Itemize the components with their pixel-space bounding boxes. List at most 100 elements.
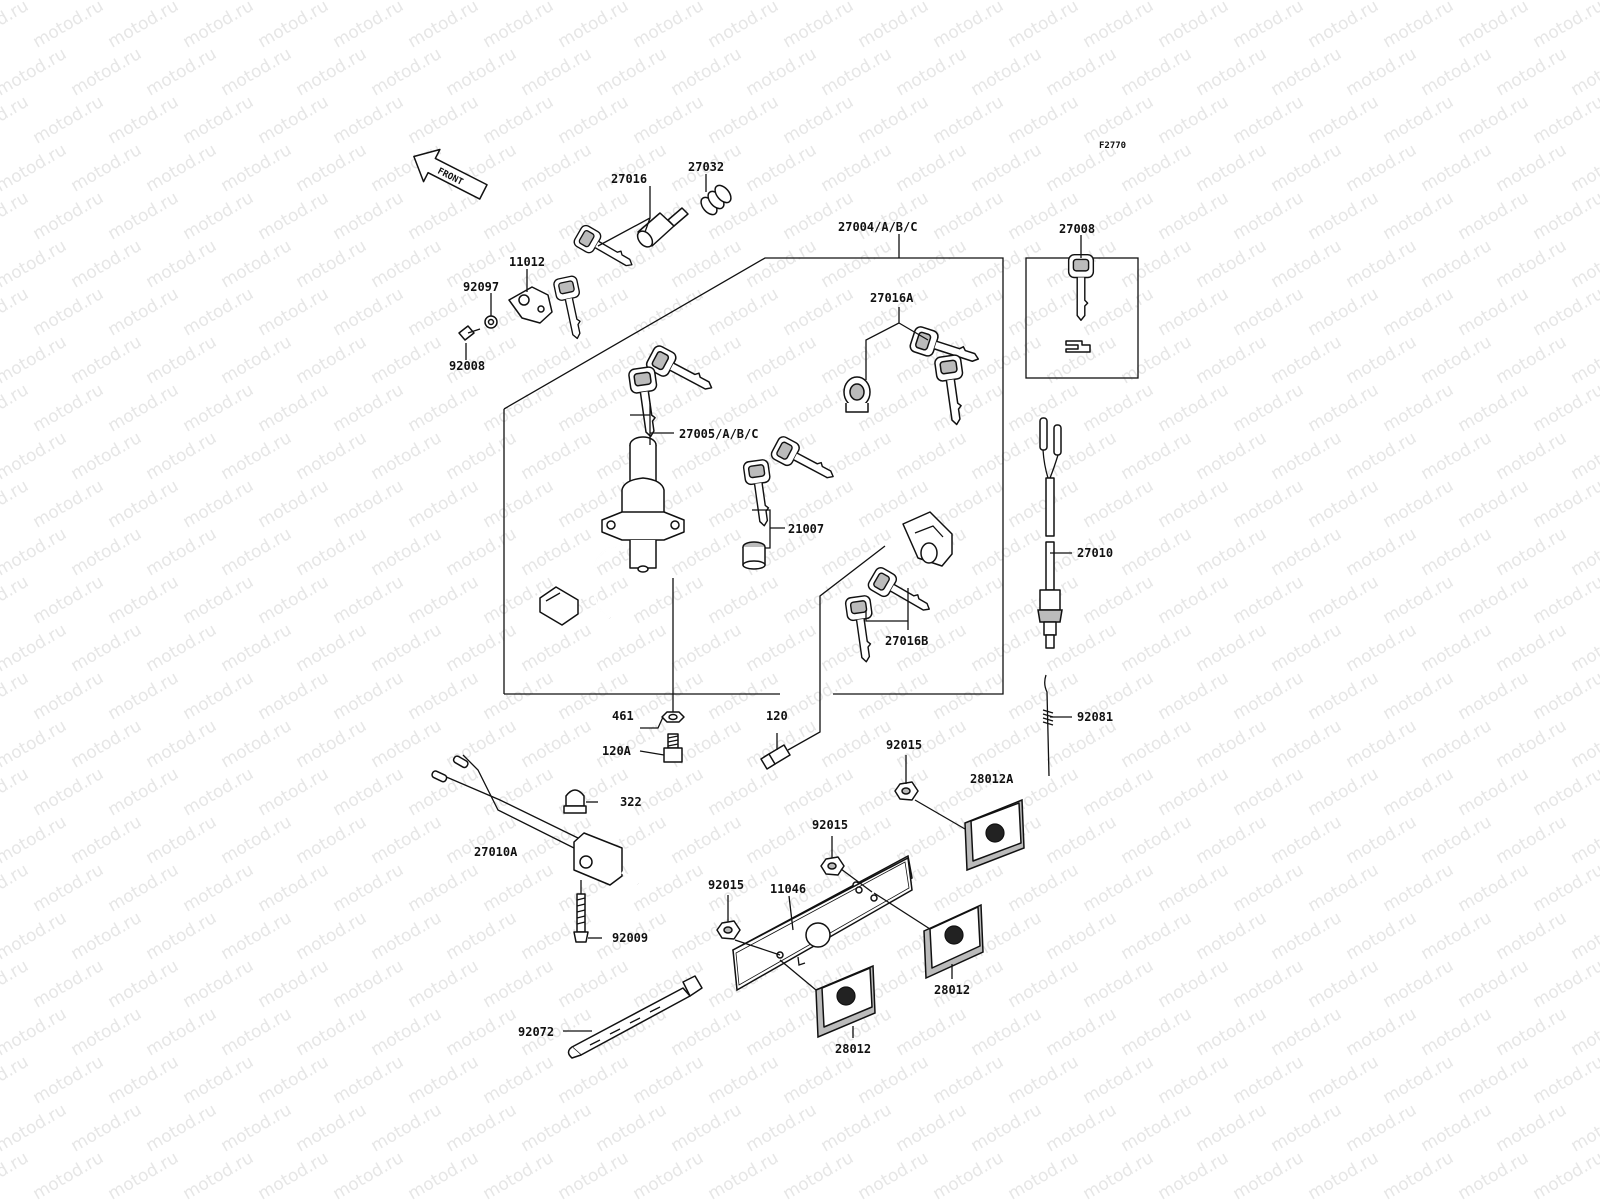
watermark-text: motod.ru xyxy=(180,860,258,916)
watermark-text: motod.ru xyxy=(1568,428,1600,484)
part-labels: 27016 27032 11012 92097 92008 27004/A/B/… xyxy=(449,160,1113,1056)
watermark-text: motod.ru xyxy=(968,524,1046,580)
label-92097: 92097 xyxy=(463,280,499,294)
watermark-text: motod.ru xyxy=(1193,812,1271,868)
watermark-text: motod.ru xyxy=(0,716,70,772)
watermark-text: motod.ru xyxy=(705,0,783,52)
watermark-text: motod.ru xyxy=(893,1100,971,1156)
label-28012-right: 28012 xyxy=(934,983,970,997)
watermark-text: motod.ru xyxy=(780,1148,858,1200)
watermark-text: motod.ru xyxy=(1380,572,1458,628)
watermark-text: motod.ru xyxy=(480,764,558,820)
watermark-text: motod.ru xyxy=(368,1004,446,1060)
watermark-text: motod.ru xyxy=(668,236,746,292)
watermark-text: motod.ru xyxy=(180,284,258,340)
label-27032: 27032 xyxy=(688,160,724,174)
watermark-text: motod.ru xyxy=(630,860,708,916)
watermark-text: motod.ru xyxy=(1305,668,1383,724)
watermark-text: motod.ru xyxy=(1568,332,1600,388)
watermark-text: motod.ru xyxy=(143,1100,221,1156)
watermark-text: motod.ru xyxy=(630,572,708,628)
watermark-text: motod.ru xyxy=(1155,1052,1233,1108)
watermark-text: motod.ru xyxy=(405,0,483,52)
watermark-text: motod.ru xyxy=(1418,332,1496,388)
watermark-text: motod.ru xyxy=(1043,908,1121,964)
watermark-text: motod.ru xyxy=(1343,1100,1421,1156)
watermark-text: motod.ru xyxy=(143,716,221,772)
watermark-text: motod.ru xyxy=(1380,92,1458,148)
watermark-text: motod.ru xyxy=(705,764,783,820)
watermark-text: motod.ru xyxy=(143,0,221,4)
watermark-text: motod.ru xyxy=(780,668,858,724)
watermark-text: motod.ru xyxy=(968,428,1046,484)
watermark-text: motod.ru xyxy=(1118,524,1196,580)
watermark-text: motod.ru xyxy=(1380,0,1458,52)
watermark-text: motod.ru xyxy=(30,92,108,148)
watermark-text: motod.ru xyxy=(855,92,933,148)
watermark-text: motod.ru xyxy=(105,572,183,628)
watermark-text: motod.ru xyxy=(1005,92,1083,148)
watermark-text: motod.ru xyxy=(405,1148,483,1200)
watermark-text: motod.ru xyxy=(1005,956,1083,1012)
watermark-text: motod.ru xyxy=(1118,140,1196,196)
watermark-text: motod.ru xyxy=(1118,428,1196,484)
watermark-text: motod.ru xyxy=(330,476,408,532)
bolt-120A xyxy=(663,733,683,763)
watermark-text: motod.ru xyxy=(743,1004,821,1060)
watermark-text: motod.ru xyxy=(743,1100,821,1156)
label-28012A: 28012A xyxy=(970,772,1014,786)
watermark-text: motod.ru xyxy=(1268,908,1346,964)
plate-11046-body xyxy=(732,856,913,992)
screw-92008 xyxy=(458,325,481,341)
reflector-28012A xyxy=(964,798,1025,872)
watermark-text: motod.ru xyxy=(630,1148,708,1200)
watermark-text: motod.ru xyxy=(180,380,258,436)
watermark-text: motod.ru xyxy=(68,812,146,868)
watermark-text: motod.ru xyxy=(1005,284,1083,340)
watermark-text: motod.ru xyxy=(1493,236,1571,292)
watermark-text: motod.ru xyxy=(0,92,32,148)
watermark-text: motod.ru xyxy=(668,0,746,4)
watermark-text: motod.ru xyxy=(1155,476,1233,532)
nut-92015-middle xyxy=(820,856,845,876)
label-461: 461 xyxy=(612,709,634,723)
watermark-text: motod.ru xyxy=(780,188,858,244)
watermark-text: motod.ru xyxy=(555,92,633,148)
watermark-text: motod.ru xyxy=(1230,860,1308,916)
watermark-text: motod.ru xyxy=(480,1148,558,1200)
watermark-text: motod.ru xyxy=(330,1052,408,1108)
watermark-text: motod.ru xyxy=(1418,140,1496,196)
watermark-text: motod.ru xyxy=(1118,812,1196,868)
watermark-text: motod.ru xyxy=(480,956,558,1012)
label-92072: 92072 xyxy=(518,1025,554,1039)
watermark-text: motod.ru xyxy=(293,524,371,580)
watermark-text: motod.ru xyxy=(743,140,821,196)
watermark-text: motod.ru xyxy=(1118,1100,1196,1156)
washer-92097 xyxy=(484,315,498,329)
watermark-text: motod.ru xyxy=(1493,908,1571,964)
watermark-text: motod.ru xyxy=(1193,332,1271,388)
watermark-text: motod.ru xyxy=(855,1148,933,1200)
watermark-text: motod.ru xyxy=(0,860,32,916)
watermark-text: motod.ru xyxy=(818,236,896,292)
watermark-text: motod.ru xyxy=(930,668,1008,724)
watermark-text: motod.ru xyxy=(0,236,70,292)
watermark-text: motod.ru xyxy=(368,524,446,580)
watermark-text: motod.ru xyxy=(1155,572,1233,628)
label-92015-upper: 92015 xyxy=(886,738,922,752)
watermark-text: motod.ru xyxy=(180,668,258,724)
watermark-text: motod.ru xyxy=(0,1148,32,1200)
watermark-text: motod.ru xyxy=(68,236,146,292)
watermark-text: motod.ru xyxy=(368,0,446,4)
watermark-text: motod.ru xyxy=(143,1004,221,1060)
watermark-text: motod.ru xyxy=(630,1052,708,1108)
watermark-text: motod.ru xyxy=(1530,188,1600,244)
switch-27010 xyxy=(1037,417,1063,649)
leader-lines xyxy=(465,174,1082,1038)
watermark-text: motod.ru xyxy=(1268,332,1346,388)
watermark-text: motod.ru xyxy=(1268,44,1346,100)
watermark-text: motod.ru xyxy=(893,140,971,196)
watermark-text: motod.ru xyxy=(518,1100,596,1156)
watermark-text: motod.ru xyxy=(1155,764,1233,820)
watermark-text: motod.ru xyxy=(30,1148,108,1200)
